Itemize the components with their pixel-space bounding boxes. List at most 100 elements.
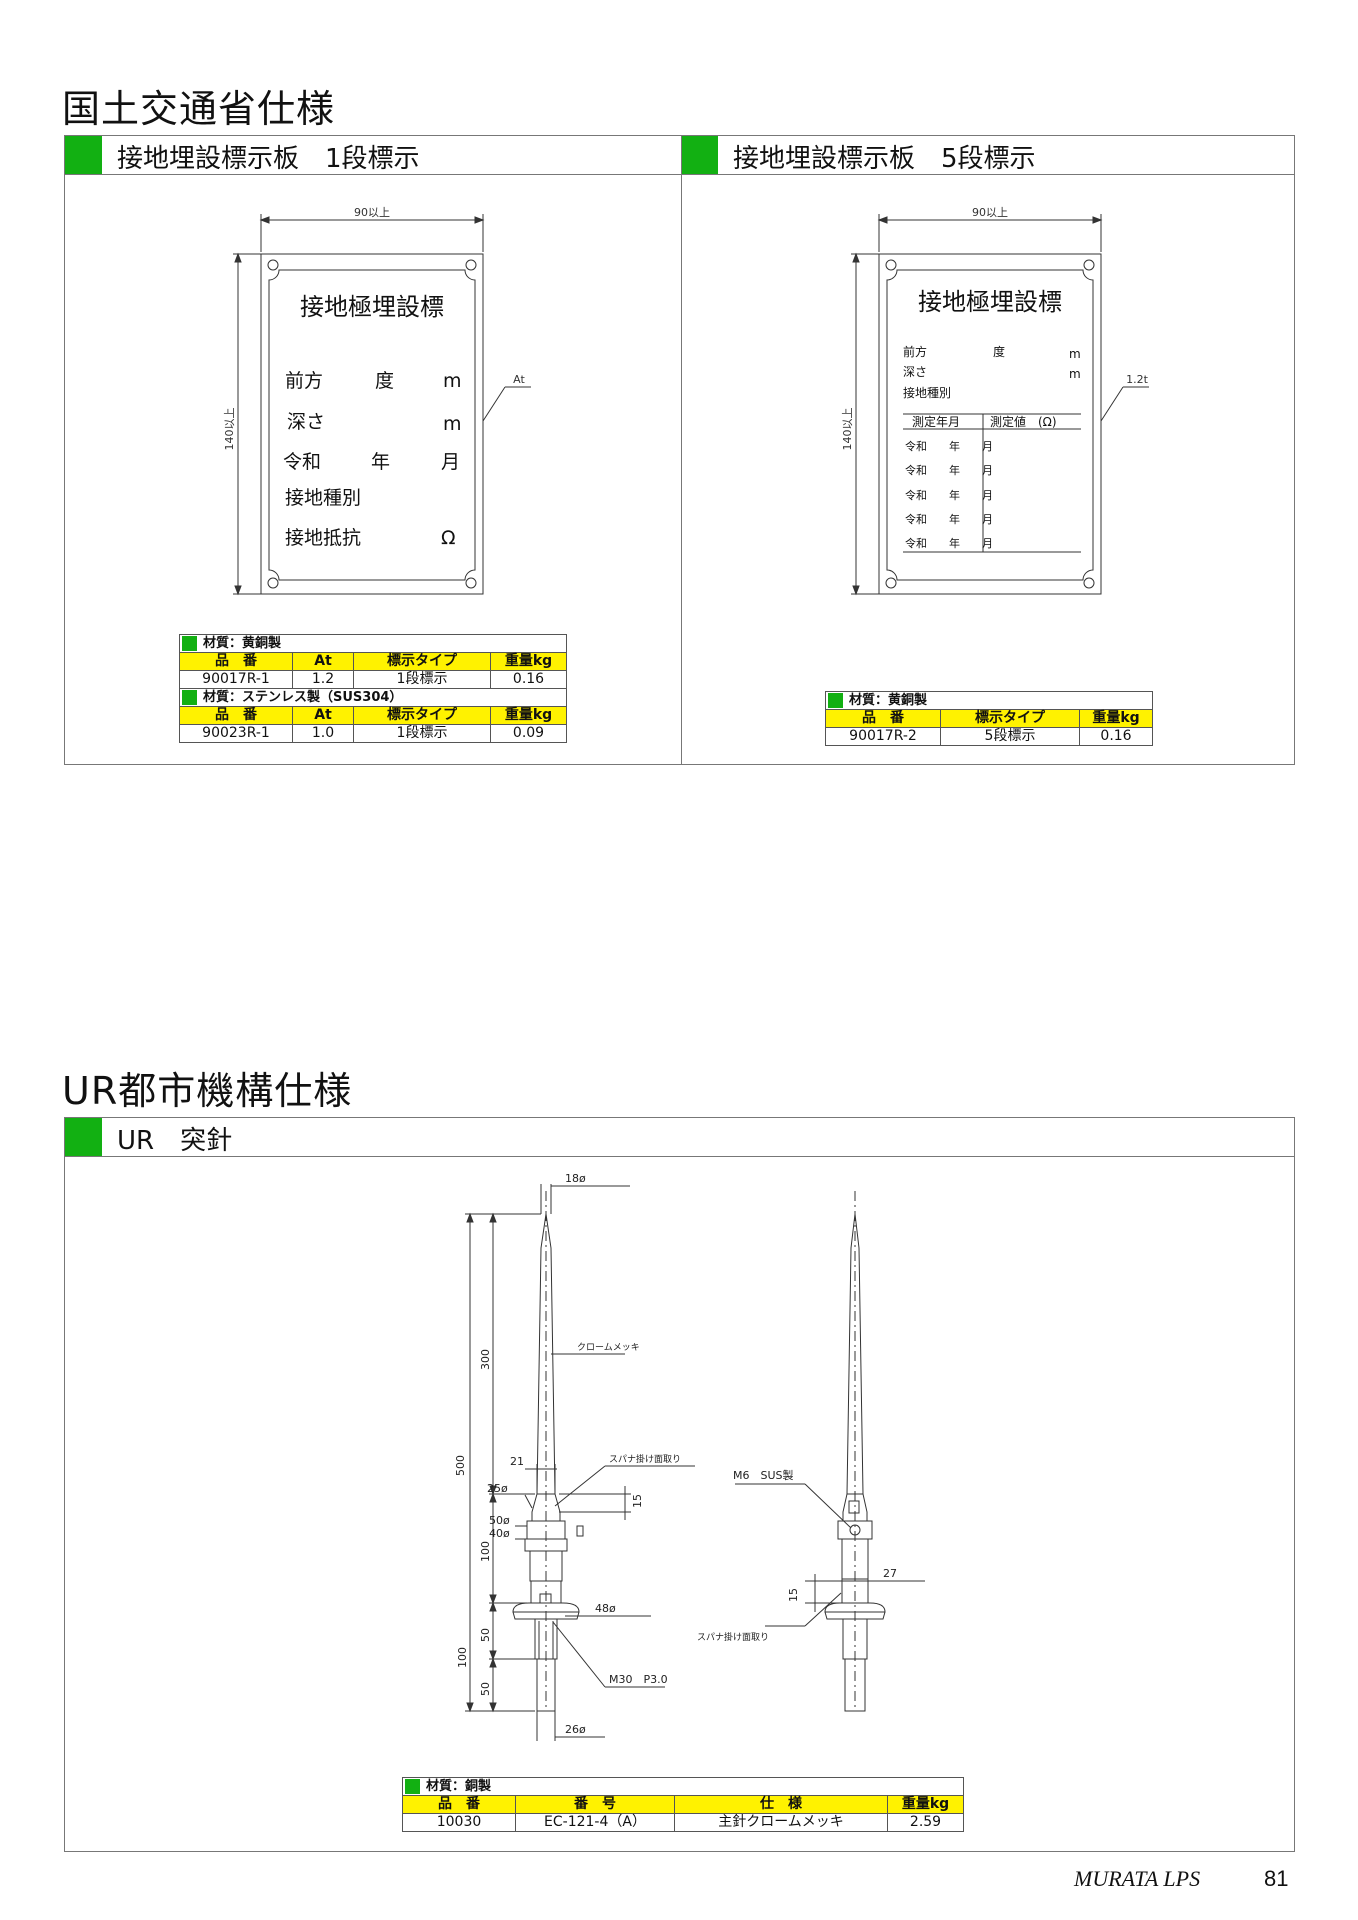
dim-21: 21 [510, 1455, 524, 1468]
green-marker [65, 136, 102, 174]
label-spanner-1: スパナ掛け面取り [609, 1453, 681, 1465]
green-marker [405, 1779, 420, 1794]
material-row: 材質：黄銅製 [825, 691, 1153, 710]
rod-panel-title: UR 突針 [117, 1126, 233, 1156]
left-panel-header: 接地埋設標示板 1段標示 [65, 136, 681, 175]
section-heading-mlit: 国土交通省仕様 [62, 87, 336, 131]
header-cell: At [292, 652, 354, 671]
green-marker [182, 690, 197, 705]
header-cell: 品 番 [179, 706, 293, 725]
panel-divider [681, 136, 682, 764]
rod-spec-table: 材質：銅製 品 番 番 号 仕 様 重量kg 10030 EC-121-4（A）… [402, 1777, 964, 1832]
plate-1-row-1-c: m [443, 370, 462, 392]
header-cell: 重量kg [887, 1795, 964, 1814]
dim-50a: 50 [479, 1628, 492, 1642]
header-cell: 標示タイプ [940, 709, 1080, 728]
plate-5-date-row: 令和 年 月 [905, 512, 993, 526]
material-row: 材質：黄銅製 [179, 634, 567, 653]
dim-d-top: 18ø [565, 1172, 586, 1185]
header-cell: 重量kg [490, 652, 567, 671]
table-row: 10030 EC-121-4（A） 主針クロームメッキ 2.59 [402, 1813, 964, 1832]
plate-panel: 接地埋設標示板 1段標示 接地埋設標示板 5段標示 [64, 135, 1295, 765]
plate-5-row-2-a: 深さ [903, 365, 927, 379]
cell: 0.16 [1079, 727, 1153, 746]
dim-100a: 100 [479, 1541, 492, 1562]
dim-15b: 15 [787, 1588, 800, 1602]
plate-5-row-2-c: m [1069, 367, 1081, 381]
dim-27: 27 [883, 1567, 897, 1580]
plate-1-row-3-c: 月 [441, 451, 460, 473]
table-row: 90017R-2 5段標示 0.16 [825, 727, 1153, 746]
cell: 1.0 [292, 724, 354, 743]
table-row: 90023R-1 1.0 1段標示 0.09 [179, 724, 567, 743]
table-row: 90017R-1 1.2 1段標示 0.16 [179, 670, 567, 689]
plate-1-row-3-a: 令和 [283, 451, 321, 473]
green-marker [828, 693, 843, 708]
plate-1-row-5-c: Ω [441, 527, 456, 549]
plate-1-dim-height: 140以上 [223, 408, 236, 451]
label-chrome: クロームメッキ [577, 1342, 640, 1353]
plate-1-row-2-c: m [443, 413, 462, 435]
dim-500: 500 [454, 1455, 467, 1476]
material-row: 材質：ステンレス製（SUS304） [179, 688, 567, 707]
green-marker [182, 636, 197, 651]
header-cell: 標示タイプ [353, 652, 491, 671]
rod-panel-header: UR 突針 [65, 1118, 1294, 1157]
plate-1-spec-table: 材質：黄銅製 品 番 At 標示タイプ 重量kg 90017R-1 1.2 1段… [179, 634, 567, 743]
cell: 0.09 [490, 724, 567, 743]
dim-d26: 26ø [565, 1723, 586, 1736]
left-panel-title: 接地埋設標示板 1段標示 [117, 144, 420, 174]
header-cell: At [292, 706, 354, 725]
plate-1-row-5-a: 接地抵抗 [285, 527, 361, 549]
plate-1-dim-width: 90以上 [354, 206, 390, 219]
section-heading-ur: UR都市機構仕様 [62, 1069, 353, 1113]
cell: 主針クロームメッキ [674, 1813, 888, 1832]
material-row: 材質：銅製 [402, 1777, 964, 1796]
plate-1-thickness: At [513, 373, 525, 386]
plate-5-row-1-a: 前方 [903, 344, 927, 359]
footer-brand: MURATA LPS [1074, 1866, 1201, 1891]
plate-5-col1-header: 測定年月 [912, 414, 960, 429]
cell: 5段標示 [940, 727, 1080, 746]
right-panel-header: 接地埋設標示板 5段標示 [681, 136, 1294, 175]
plate-5-date-row: 令和 年 月 [905, 463, 993, 477]
cell: 2.59 [887, 1813, 964, 1832]
rod-panel: UR 突針 [64, 1117, 1295, 1852]
label-m30: M30 P3.0 [609, 1673, 668, 1686]
plate-5-date-row: 令和 年 月 [905, 439, 993, 453]
label-spanner-2: スパナ掛け面取り [697, 1631, 769, 1643]
material-label: 材質：黄銅製 [849, 693, 928, 708]
plate-5-thickness: 1.2t [1126, 373, 1148, 386]
material-label: 材質：ステンレス製（SUS304） [203, 690, 403, 705]
plate-5-drawing: 90以上 140以上 1.2t 接地極埋設標 前方 度 m 深さ m 接地種別 … [841, 206, 1149, 596]
plate-5-row-3-a: 接地種別 [903, 385, 951, 400]
plate-5-row-1-b: 度 [993, 344, 1005, 359]
header-cell: 仕 様 [674, 1795, 888, 1814]
lightning-rod-drawing: 18ø クロームメッキ 21 スパナ掛け面取り 15 25ø 50ø 40ø 4… [454, 1172, 925, 1741]
dim-d48: 48ø [595, 1602, 616, 1615]
cell: EC-121-4（A） [515, 1813, 675, 1832]
cell: 1段標示 [353, 670, 491, 689]
dim-d25: 25ø [487, 1482, 508, 1495]
plate-5-date-row: 令和 年 月 [905, 488, 993, 502]
header-cell: 番 号 [515, 1795, 675, 1814]
dim-d50: 50ø [489, 1514, 510, 1527]
header-cell: 標示タイプ [353, 706, 491, 725]
header-cell: 重量kg [490, 706, 567, 725]
plate-1-row-2-a: 深さ [287, 411, 325, 433]
label-m6: M6 SUS製 [733, 1468, 794, 1482]
plate-1-row-3-b: 年 [371, 451, 390, 473]
dim-300: 300 [479, 1349, 492, 1370]
plate-5-spec-table: 材質：黄銅製 品 番 標示タイプ 重量kg 90017R-2 5段標示 0.16 [825, 691, 1153, 746]
cell: 90017R-1 [179, 670, 293, 689]
plate-1-drawing: 90以上 140以上 At 接地極埋設標 前方 度 m 深さ m 令和 年 月 … [223, 206, 531, 596]
header-cell: 品 番 [402, 1795, 516, 1814]
plate-1-row-4-a: 接地種別 [285, 487, 361, 509]
page-number: 81 [1264, 1866, 1289, 1891]
cell: 90023R-1 [179, 724, 293, 743]
plate-5-title: 接地極埋設標 [918, 288, 1062, 316]
header-cell: 重量kg [1079, 709, 1153, 728]
plate-5-date-row: 令和 年 月 [905, 536, 993, 550]
material-label: 材質：黄銅製 [203, 636, 282, 651]
dim-15a: 15 [631, 1494, 644, 1508]
